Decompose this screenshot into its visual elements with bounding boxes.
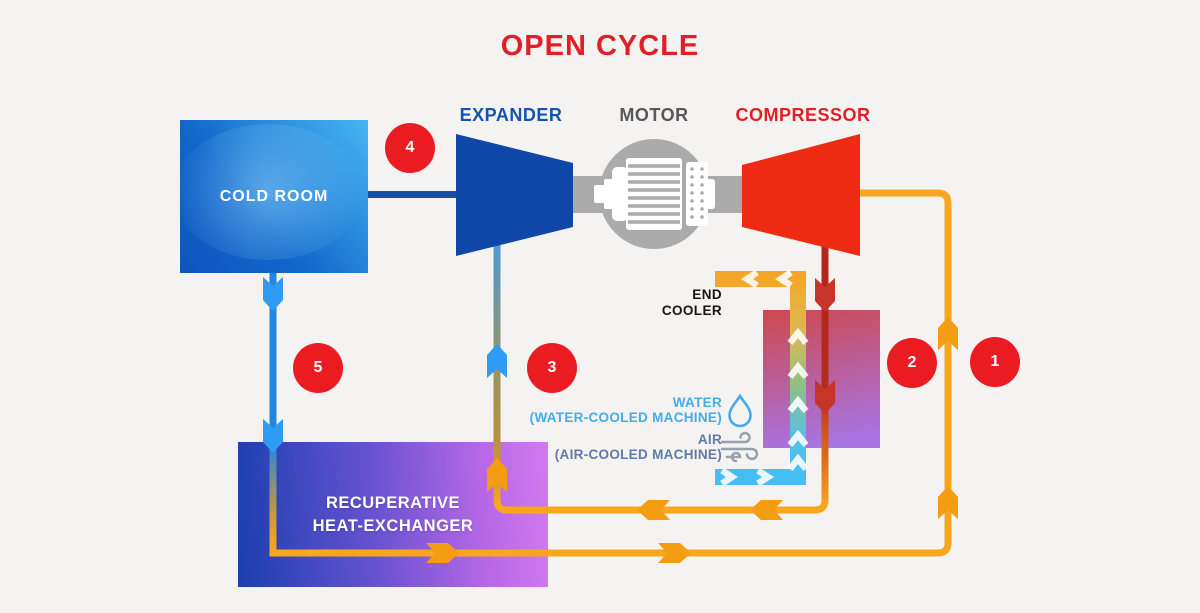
left-arrow-icon [750, 500, 783, 520]
up-arrow-icon [938, 317, 958, 350]
down-arrow-icon [815, 278, 835, 312]
heat-exchanger-label: RECUPERATIVE HEAT-EXCHANGER [238, 442, 548, 587]
pipe-coldroom-to-hx [269, 273, 277, 442]
down-arrow-icon [263, 419, 283, 453]
pipe-return-to-compressor [270, 189, 952, 557]
red-flow-arrows [815, 278, 835, 414]
compressor-shape [742, 134, 860, 256]
heat-exchanger-label-line2: HEAT-EXCHANGER [312, 516, 474, 535]
coolant-flow-chevrons [720, 269, 809, 487]
stage-number: 4 [405, 139, 415, 156]
pipe-compressor-discharge [821, 246, 829, 500]
stage-number: 2 [907, 354, 917, 371]
stage-badge-2: 2 [887, 338, 937, 388]
blue-flow-arrows [263, 277, 507, 453]
pipe-inside-hx-warming [269, 442, 277, 557]
stage-number: 3 [547, 359, 557, 376]
coolant-riser-pipe [790, 271, 806, 477]
water-drop-icon [728, 393, 752, 428]
stage-badge-4: 4 [385, 123, 435, 173]
stage-badge-5: 5 [293, 343, 343, 393]
down-arrow-icon [263, 277, 283, 311]
stage-badge-3: 3 [527, 343, 577, 393]
wind-icon [720, 431, 759, 463]
legend-air: AIR (AIR-COOLED MACHINE) [482, 432, 722, 463]
legend-air-sublabel: (AIR-COOLED MACHINE) [554, 446, 722, 462]
electric-motor-icon [594, 158, 715, 230]
stage-number: 1 [990, 353, 1000, 370]
right-arrow-icon [658, 543, 691, 563]
coolant-outlet-pipe [715, 271, 806, 287]
legend-air-label: AIR [697, 432, 722, 447]
left-arrow-icon [637, 500, 670, 520]
expander-shape [456, 134, 573, 256]
stage-badge-1: 1 [970, 337, 1020, 387]
pipe-expander-to-coldroom [368, 191, 456, 198]
cold-room-glow [173, 124, 363, 260]
orange-flow-arrows [426, 317, 958, 563]
stage-number: 5 [313, 359, 323, 376]
down-arrow-icon [815, 380, 835, 414]
motor-label: MOTOR [619, 105, 689, 125]
end-cooler-label-line2: COOLER [661, 302, 722, 318]
pipe-hx-to-expander [493, 245, 501, 442]
legend-water-label: WATER [672, 395, 722, 410]
up-arrow-icon [938, 486, 958, 519]
legend-water-sublabel: (WATER-COOLED MACHINE) [529, 409, 722, 425]
end-cooler-label: END COOLER [602, 287, 722, 318]
end-cooler-label-line1: END [692, 287, 722, 302]
up-arrow-icon [487, 458, 507, 492]
heat-exchanger-label-line1: RECUPERATIVE [325, 494, 461, 513]
up-arrow-icon [487, 344, 507, 378]
page-title: OPEN CYCLE [500, 30, 700, 62]
legend-water: WATER (WATER-COOLED MACHINE) [482, 395, 722, 426]
expander-label: EXPANDER [459, 105, 563, 125]
cold-room-label: COLD ROOM [219, 187, 329, 205]
right-arrow-icon [426, 543, 459, 563]
compressor-label: COMPRESSOR [735, 105, 871, 125]
coolant-inlet-pipe [715, 469, 806, 485]
